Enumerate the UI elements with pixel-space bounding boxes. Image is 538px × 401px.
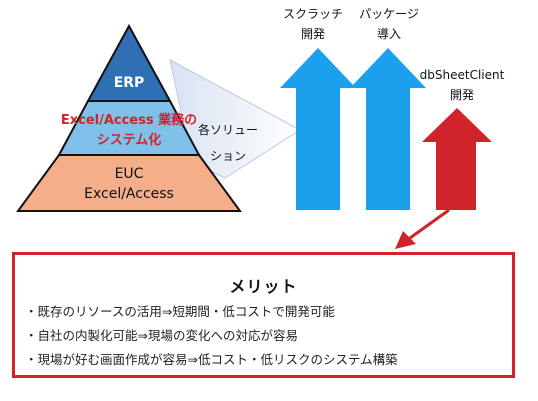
- merit-title: メリット: [229, 277, 298, 296]
- scratch-label-line2: 開発: [301, 27, 325, 41]
- merit-list: ・既存のリソースの活用⇒短期間・低コストで開発可能 ・自社の内製化可能⇒現場の変…: [25, 300, 505, 372]
- merit-box: メリット ・既存のリソースの活用⇒短期間・低コストで開発可能 ・自社の内製化可能…: [12, 252, 515, 378]
- pyramid-middle-label-line1: Excel/Access 業務の: [61, 112, 197, 128]
- pyramid-middle-label-line2: システム化: [97, 132, 162, 148]
- pyramid-erp-label: ERP: [114, 75, 145, 91]
- callout-label-line1: 各ソリュー: [198, 122, 258, 137]
- merit-item-2: ・自社の内製化可能⇒現場の変化への対応が容易: [25, 324, 505, 348]
- merit-item-text: ・現場が好む画面作成が容易⇒低コスト・低リスクのシステム構築: [25, 352, 398, 367]
- dbsheetclient-label-line2: 開発: [450, 88, 474, 102]
- package-introduction-arrow: [350, 48, 426, 210]
- pyramid-bottom-layer: [16, 154, 242, 212]
- merit-connector-line: [409, 208, 450, 240]
- package-label-line1: パッケージ: [359, 7, 419, 21]
- scratch-label-line1: スクラッチ: [283, 7, 343, 21]
- merit-connector-arrowhead: [395, 231, 416, 249]
- dbsheetclient-label-line1: dbSheetClient: [420, 68, 505, 82]
- merit-item-1: ・既存のリソースの活用⇒短期間・低コストで開発可能: [25, 300, 505, 324]
- pyramid-bottom-label-line2: Excel/Access: [84, 186, 174, 202]
- dbsheetclient-development-arrow: [422, 108, 492, 210]
- merit-item-3: ・現場が好む画面作成が容易⇒低コスト・低リスクのシステム構築: [25, 348, 505, 372]
- callout-label-line2: ション: [210, 149, 246, 163]
- merit-item-text: ・自社の内製化可能⇒現場の変化への対応が容易: [25, 328, 298, 343]
- scratch-development-arrow: [280, 48, 356, 210]
- pyramid-bottom-label-line1: EUC: [115, 166, 144, 182]
- package-label-line2: 導入: [377, 27, 401, 41]
- merit-item-text: ・既存のリソースの活用⇒短期間・低コストで開発可能: [25, 304, 335, 319]
